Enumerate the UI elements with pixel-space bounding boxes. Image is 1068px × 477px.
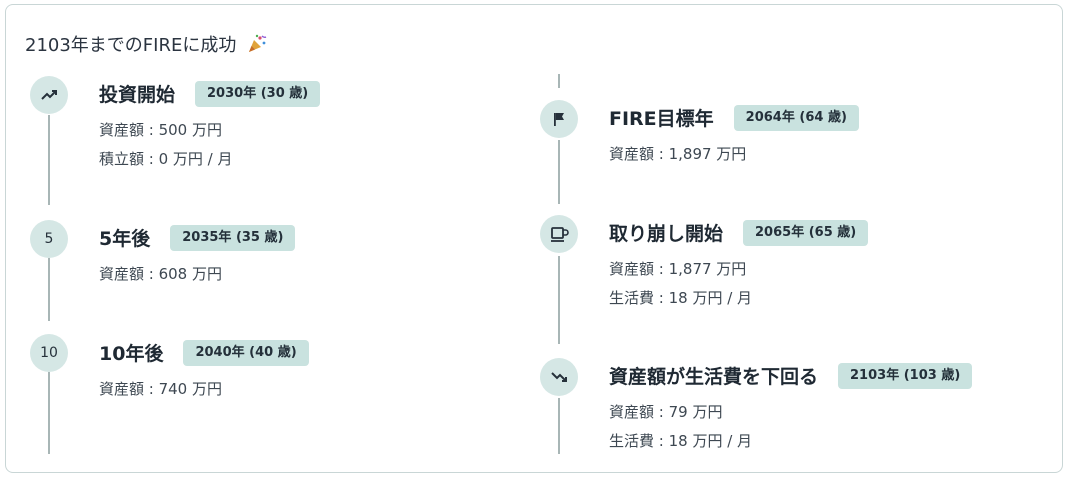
timeline-line-left-3 [48, 372, 50, 454]
year-marker-label: 10 [40, 345, 58, 361]
event-heading: 10年後 2040年 (40 歳) [99, 339, 309, 366]
event-detail: 資産額 : 1,897 万円 [609, 145, 747, 163]
year-marker-5: 5 [30, 220, 68, 258]
card-title: 2103年までのFIREに成功 [25, 31, 268, 57]
event-name: 資産額が生活費を下回る [609, 366, 819, 388]
timeline-line-right-1 [558, 140, 560, 204]
event-detail: 積立額 : 0 万円 / 月 [99, 150, 233, 168]
event-name: 取り崩し開始 [609, 223, 724, 245]
timeline-line-left-1 [48, 115, 50, 205]
year-age-badge: 2065年 (65 歳) [743, 219, 869, 246]
year-age-badge: 2064年 (64 歳) [733, 104, 859, 131]
flag-icon [540, 100, 578, 138]
trending-up-icon [30, 76, 68, 114]
year-age-badge: 2103年 (103 歳) [838, 362, 973, 389]
trending-down-icon [540, 358, 578, 396]
timeline-line-right-2 [558, 256, 560, 344]
event-detail: 資産額 : 79 万円 [609, 403, 723, 421]
event-name: FIRE目標年 [609, 108, 714, 130]
event-detail: 資産額 : 500 万円 [99, 121, 222, 139]
event-detail: 生活費 : 18 万円 / 月 [609, 289, 753, 307]
event-heading: 5年後 2035年 (35 歳) [99, 224, 296, 251]
timeline-line-left-2 [48, 258, 50, 321]
event-detail: 資産額 : 608 万円 [99, 265, 222, 283]
coffee-cup-icon [540, 215, 578, 253]
event-heading: 取り崩し開始 2065年 (65 歳) [609, 219, 869, 246]
party-popper-icon [246, 34, 268, 54]
year-age-badge: 2030年 (30 歳) [195, 80, 321, 107]
event-name: 投資開始 [99, 84, 176, 106]
event-heading: 資産額が生活費を下回る 2103年 (103 歳) [609, 362, 973, 389]
event-name: 5年後 [99, 228, 151, 250]
year-age-badge: 2040年 (40 歳) [183, 339, 309, 366]
event-heading: FIRE目標年 2064年 (64 歳) [609, 104, 859, 131]
year-marker-label: 5 [44, 231, 54, 247]
event-detail: 資産額 : 1,877 万円 [609, 260, 747, 278]
event-detail: 生活費 : 18 万円 / 月 [609, 432, 753, 450]
event-name: 10年後 [99, 343, 164, 365]
year-age-badge: 2035年 (35 歳) [170, 224, 296, 251]
timeline-line-right-0 [558, 74, 560, 88]
year-marker-10: 10 [30, 334, 68, 372]
card-title-text: 2103年までのFIREに成功 [25, 35, 237, 56]
event-heading: 投資開始 2030年 (30 歳) [99, 80, 321, 107]
timeline-line-right-3 [558, 398, 560, 454]
event-detail: 資産額 : 740 万円 [99, 380, 222, 398]
